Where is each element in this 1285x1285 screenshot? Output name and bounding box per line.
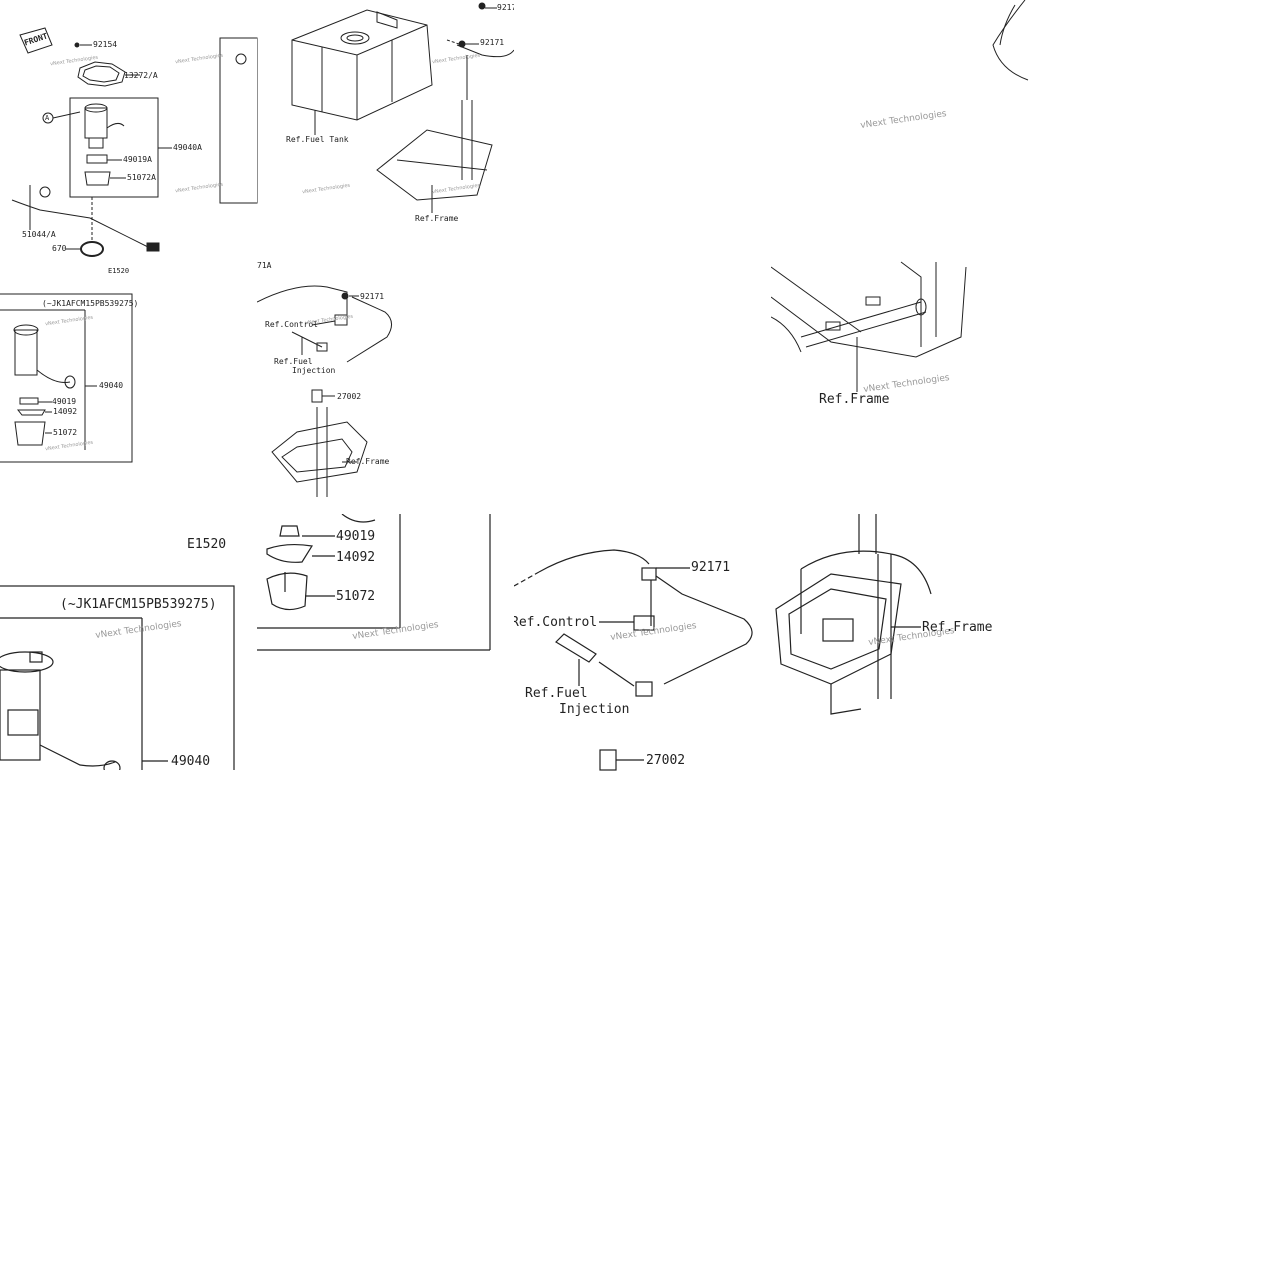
part-label-49019: 49019 xyxy=(336,529,376,544)
watermark: vNext Technologies xyxy=(859,108,948,132)
ref-frame-label: Ref.Frame xyxy=(346,457,390,466)
filter-zoom-drawing xyxy=(257,514,491,651)
ref-fuel-label: Ref.Fuel xyxy=(274,357,313,366)
pump-assembly-drawing xyxy=(0,293,133,463)
fuel-pump-parts-drawing xyxy=(11,27,257,257)
tile-filter-zoom: 49019 14092 51072 vNext Technologies xyxy=(257,514,514,664)
tile-frame-watermark: vNext Technologies xyxy=(840,100,980,150)
tile-frame-zoom: Ref.Frame vNext Technologies xyxy=(771,514,1001,724)
part-label-13272: 13272/A xyxy=(124,71,158,80)
tile-fuel-tank: 9217 92171 Ref.Fuel Tank Ref.Frame vNext… xyxy=(257,0,514,257)
tank-fragment-drawing xyxy=(992,0,1029,81)
tile-pump-assembly-serial: (~JK1AFCM15PB539275) 49040 49019 14092 5… xyxy=(0,290,140,470)
tile-pump-zoom: E1520 (~JK1AFCM15PB539275) 49040 vNext T… xyxy=(0,530,257,770)
part-label-27002: 27002 xyxy=(646,753,686,768)
part-label-9217: 9217 xyxy=(497,3,514,12)
tile-fuel-line-frame: 71A 92171 Ref.Control Ref.Fuel Injection… xyxy=(257,257,514,514)
injection-label: Injection xyxy=(292,366,336,375)
ref-control-label: Ref.Control xyxy=(265,320,318,329)
part-label-49019: 49019 xyxy=(52,397,77,406)
ref-control-label: Ref.Control xyxy=(514,615,598,630)
ref-fuel-tank-label: Ref.Fuel Tank xyxy=(286,135,349,144)
part-label-92154: 92154 xyxy=(93,40,118,49)
serial-range: (~JK1AFCM15PB539275) xyxy=(60,597,217,612)
part-label-92171: 92171 xyxy=(691,560,731,575)
frame-zoom-drawing xyxy=(775,514,932,715)
part-label-92171: 92171 xyxy=(360,292,385,301)
serial-range: (~JK1AFCM15PB539275) xyxy=(42,299,139,308)
tile-fuel-line-zoom: 92171 Ref.Control Ref.Fuel Injection 270… xyxy=(514,514,771,771)
injection-label: Injection xyxy=(559,702,630,717)
tile-fuel-pump-parts: FRONT 92154 13272/A A 49040A 49019A 5107… xyxy=(0,0,257,280)
part-label-49040: 49040 xyxy=(171,754,211,769)
part-label-670: 670 xyxy=(52,244,67,253)
part-label-51072: 51072 xyxy=(336,589,376,604)
part-label-14092: 14092 xyxy=(53,407,78,416)
ref-frame-label: Ref.Frame xyxy=(922,620,993,635)
part-label-49019a: 49019A xyxy=(123,155,152,164)
fuel-line-zoom-drawing xyxy=(514,549,753,771)
part-label-92171: 92171 xyxy=(480,38,505,47)
part-label-51072a: 51072A xyxy=(127,173,156,182)
fuel-line-frame-drawing xyxy=(257,285,392,497)
part-label-49040: 49040 xyxy=(99,381,124,390)
part-label-27002: 27002 xyxy=(337,392,362,401)
ref-frame-label: Ref.Frame xyxy=(819,392,890,407)
pump-zoom-drawing xyxy=(0,585,235,770)
label-fragment: 71A xyxy=(257,261,272,270)
part-label-51044: 51044/A xyxy=(22,230,56,239)
part-label-14092: 14092 xyxy=(336,550,376,565)
fuel-tank-drawing xyxy=(257,2,514,213)
tile-frame-crossmember: Ref.Frame vNext Technologies xyxy=(771,257,971,417)
ref-frame-label: Ref.Frame xyxy=(415,214,459,223)
frame-crossmember-drawing xyxy=(771,261,967,392)
tile-tank-fragment xyxy=(985,0,1030,85)
callout-a: A xyxy=(45,114,50,122)
diagram-code: E1520 xyxy=(108,267,130,275)
diagram-code: E1520 xyxy=(187,537,227,552)
part-label-49040a: 49040A xyxy=(173,143,202,152)
ref-fuel-label: Ref.Fuel xyxy=(525,686,588,701)
part-label-51072: 51072 xyxy=(53,428,78,437)
